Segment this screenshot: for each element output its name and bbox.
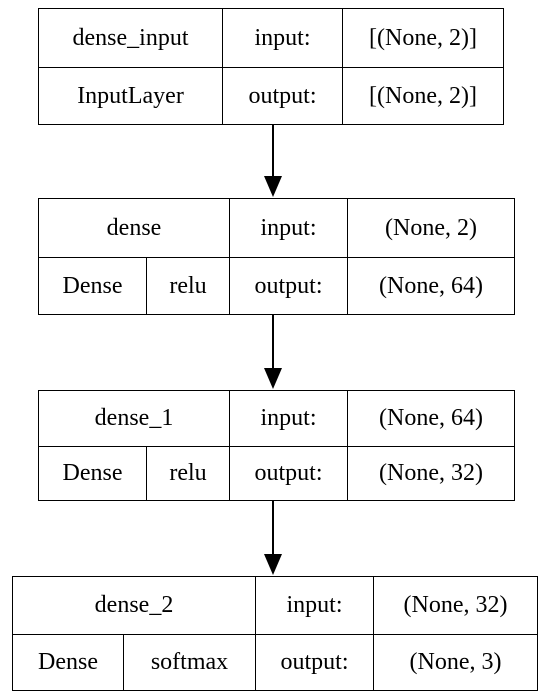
output-shape: (None, 64) (347, 258, 514, 314)
arrow-dense-to-dense1 (264, 313, 282, 389)
input-shape: (None, 64) (347, 391, 514, 446)
input-shape: [(None, 2)] (342, 9, 503, 67)
layer-node-dense-1: dense_1 input: (None, 64) Dense relu out… (38, 390, 515, 501)
layer-header-row: dense_input input: [(None, 2)] (39, 9, 503, 68)
layer-detail-row: Dense softmax output: (None, 3) (13, 635, 537, 690)
layer-node-dense: dense input: (None, 2) Dense relu output… (38, 198, 515, 315)
input-shape: (None, 32) (373, 577, 537, 634)
layer-name: dense (106, 214, 162, 241)
layer-header-row: dense_1 input: (None, 64) (39, 391, 514, 447)
input-label: input: (255, 577, 373, 634)
layer-node-dense-input: dense_input input: [(None, 2)] InputLaye… (38, 8, 504, 125)
layer-detail-row: Dense relu output: (None, 64) (39, 258, 514, 314)
layer-node-dense-2: dense_2 input: (None, 32) Dense softmax … (12, 576, 538, 691)
output-label: output: (229, 258, 347, 314)
layer-name: dense_2 (94, 592, 174, 618)
output-shape: [(None, 2)] (342, 68, 503, 124)
layer-activation: relu (146, 447, 229, 500)
layer-detail-row: Dense relu output: (None, 32) (39, 447, 514, 500)
arrow-input-to-dense (264, 124, 282, 197)
layer-activation: relu (146, 258, 229, 314)
layer-name: dense_1 (94, 405, 174, 431)
output-label: output: (222, 68, 342, 124)
output-shape: (None, 3) (373, 635, 537, 690)
layer-type: Dense (62, 272, 123, 299)
output-label: output: (255, 635, 373, 690)
layer-header-row: dense_2 input: (None, 32) (13, 577, 537, 635)
input-label: input: (229, 199, 347, 257)
input-label: input: (229, 391, 347, 446)
layer-type: Dense (38, 649, 98, 675)
arrow-dense1-to-dense2 (264, 499, 282, 575)
layer-activation: softmax (123, 635, 255, 690)
input-label: input: (222, 9, 342, 67)
layer-name: dense_input (72, 24, 189, 51)
layer-header-row: dense input: (None, 2) (39, 199, 514, 258)
layer-type: Dense (62, 460, 123, 486)
layer-detail-row: InputLayer output: [(None, 2)] (39, 68, 503, 124)
layer-type: InputLayer (77, 82, 184, 109)
output-shape: (None, 32) (347, 447, 514, 500)
output-label: output: (229, 447, 347, 500)
input-shape: (None, 2) (347, 199, 514, 257)
